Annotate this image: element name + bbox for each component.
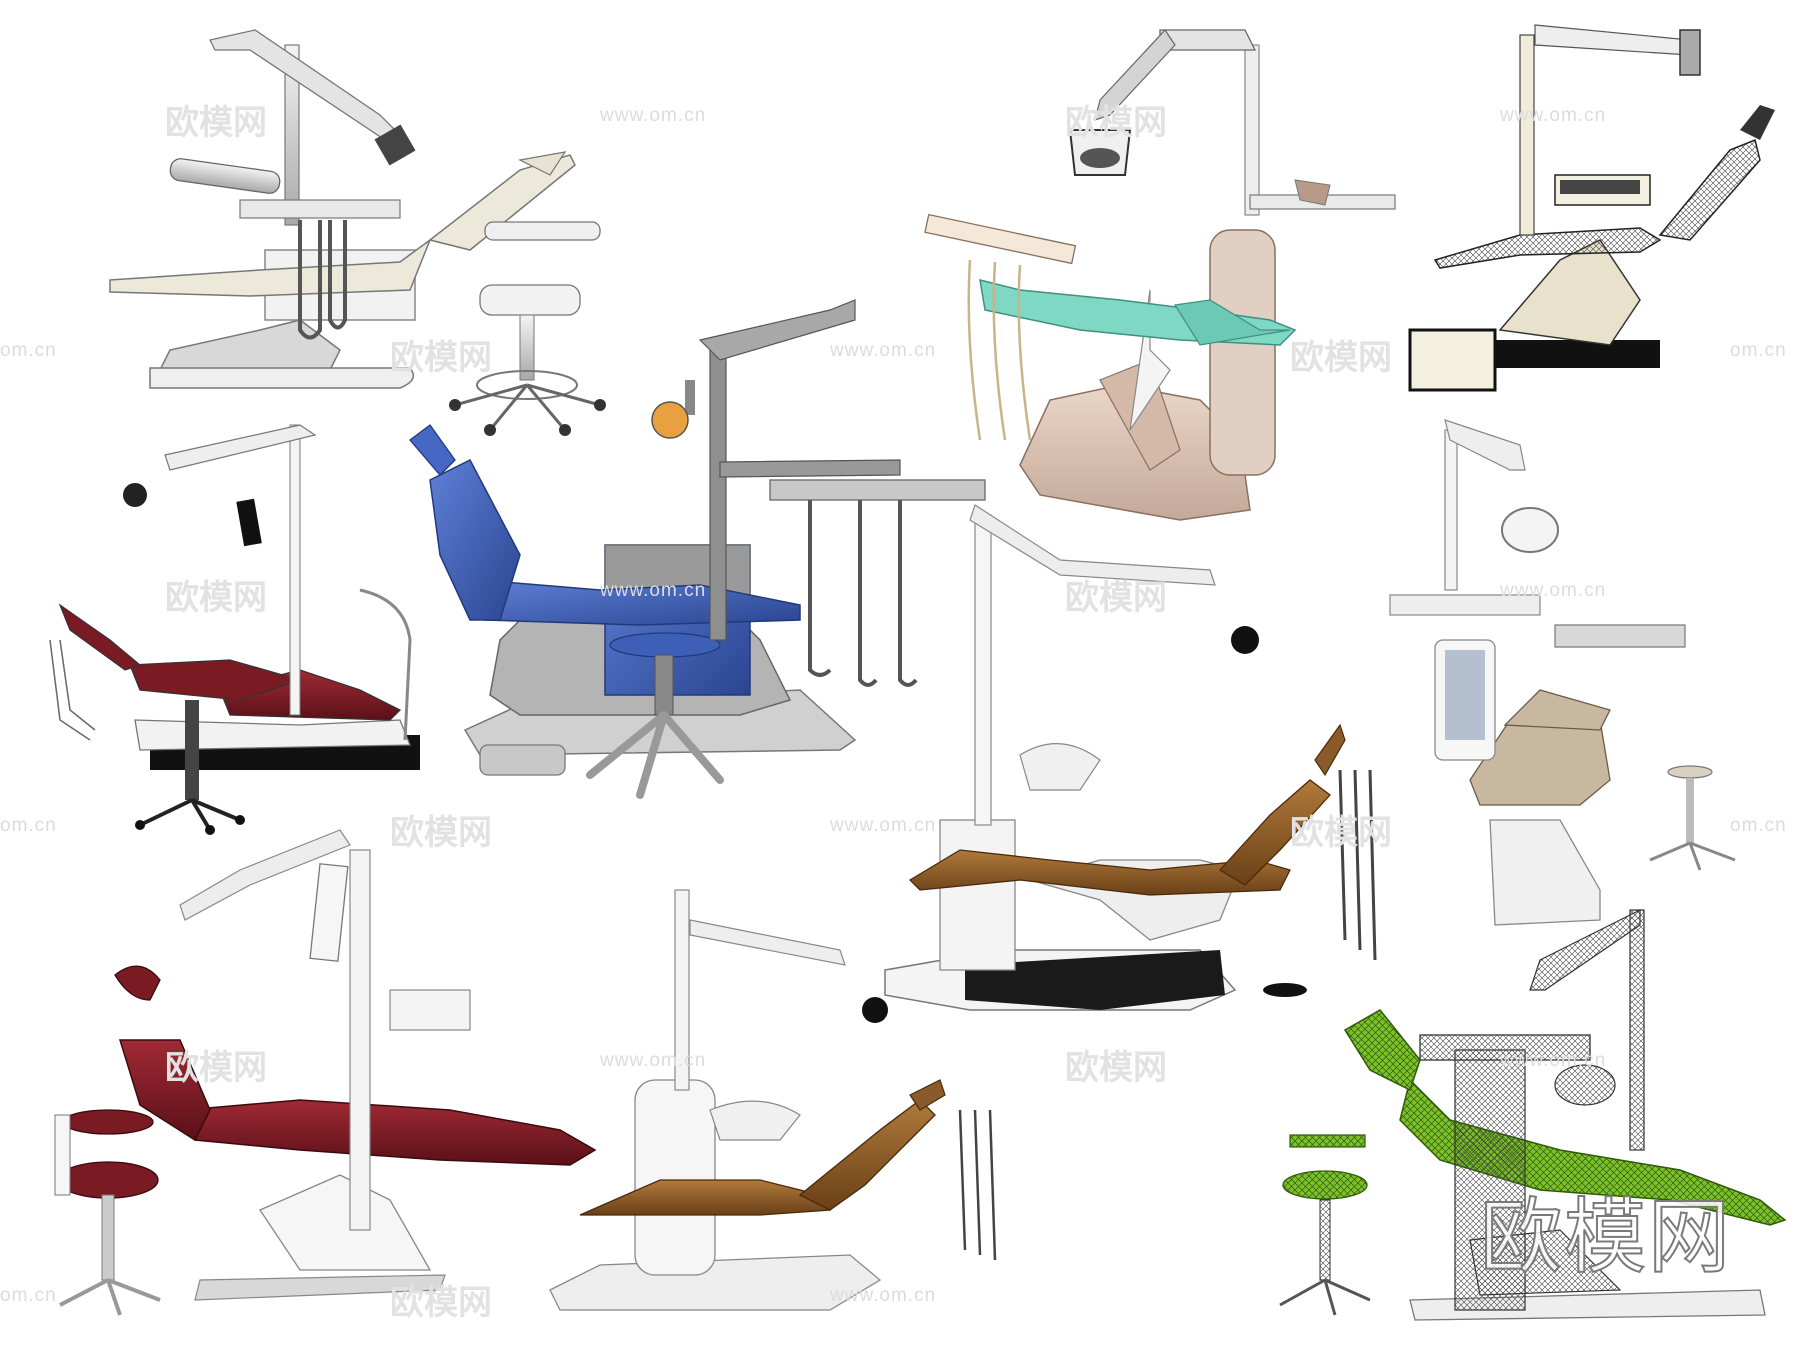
dental-chair-taupe	[1389, 419, 1736, 926]
dental-chair-maroon-small	[49, 424, 420, 835]
dental-chair-green-wireframe	[1279, 909, 1787, 1321]
watermark-logo-large: 欧模网	[1479, 1189, 1733, 1286]
dental-chair-brown-large	[884, 504, 1377, 1011]
dental-chair-maroon-large	[54, 829, 597, 1316]
dental-chair-blue	[409, 299, 986, 799]
operator-stool-white	[449, 221, 606, 436]
dental-chair-darkgray	[1408, 24, 1775, 392]
dental-chair-mint	[924, 29, 1396, 521]
dental-chair-brown-small	[549, 889, 997, 1311]
dental-chair-cream	[109, 29, 576, 389]
